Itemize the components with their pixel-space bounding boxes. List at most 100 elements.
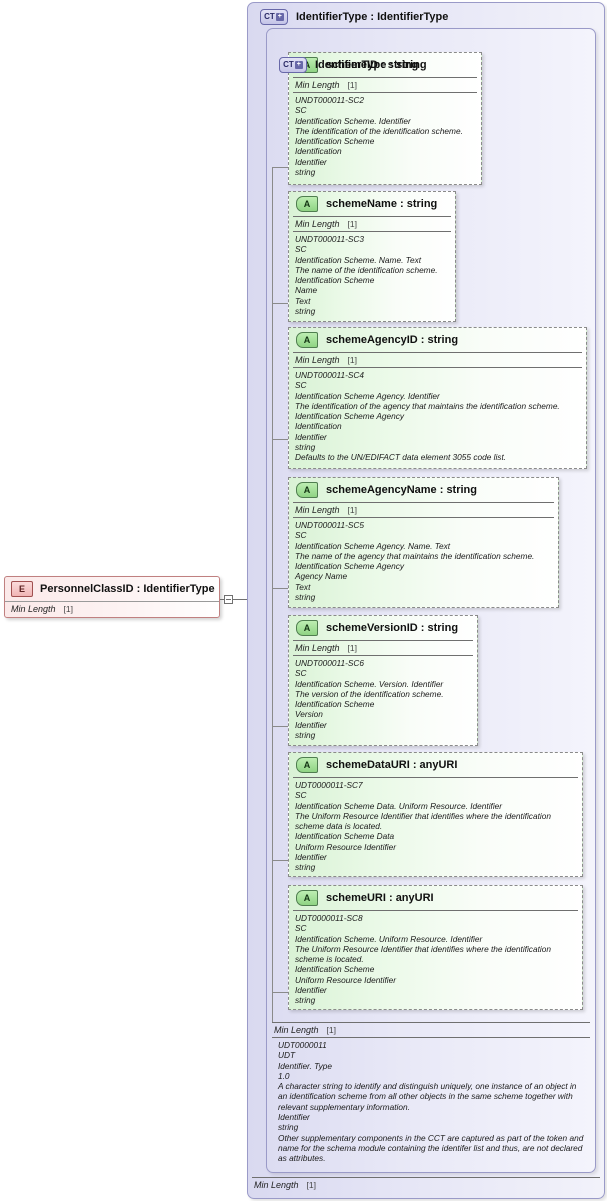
attribute-facet-minlength: Min Length [1] [293,216,451,232]
doc-line: Identification [295,146,342,157]
complextype-inner-footer: Min Length[1] UDT0000011 UDT Identifier.… [272,1022,590,1168]
doc-line: SC [295,790,307,801]
attribute-box-schemeversionid[interactable]: A schemeVersionID : string Min Length [1]… [288,615,478,746]
attribute-header: A schemeDataURI : anyURI [289,753,582,777]
complextype-outer-title: IdentifierType : IdentifierType [296,11,449,23]
attribute-box-schemedatauri[interactable]: A schemeDataURI : anyURI UDT0000011-SC7 … [288,752,583,877]
attribute-title: schemeVersionID : string [326,622,459,634]
doc-line: string [295,442,316,453]
attribute-divider [293,910,578,911]
element-facet-value: [1] [63,604,73,614]
facet-label: Min Length [295,219,340,229]
doc-line: UNDT000011-SC6 [295,658,365,668]
facet-label: Min Length [295,505,340,515]
doc-line: Identification Scheme. Name. Text [295,254,422,265]
doc-line: string [295,306,316,317]
doc-line: Identification Scheme [295,964,375,975]
doc-line: string [295,995,316,1006]
attribute-badge-icon: A [296,482,318,498]
doc-line: The Uniform Resource Identifier that ide… [295,943,551,965]
doc-line: The version of the identification scheme… [295,688,444,699]
element-box-personnelclassid[interactable]: E PersonnelClassID : IdentifierType Min … [4,576,220,618]
attribute-badge-icon: A [296,890,318,906]
doc-line: Other supplementary components in the CC… [278,1132,584,1164]
attribute-header: A schemeAgencyID : string [289,328,586,352]
complextype-outer-header: CT+ IdentifierType : IdentifierType [252,4,607,25]
element-badge-icon: E [11,581,33,597]
doc-line: string [295,730,316,741]
doc-line: Identification Scheme Agency. Identifier [295,390,440,401]
doc-line: string [295,167,316,178]
attribute-box-schemeagencyname[interactable]: A schemeAgencyName : string Min Length[1… [288,477,559,608]
connector-line-horizontal [233,599,247,600]
doc-line: UDT0000011-SC8 [295,913,363,923]
attribute-box-schemeagencyid[interactable]: A schemeAgencyID : string Min Length[1] … [288,327,587,469]
doc-line: Identification Scheme. Identifier [295,115,411,126]
doc-line: UNDT000011-SC3 [295,234,365,244]
attribute-box-schemename[interactable]: A schemeName : string Min Length [1] UNDT… [288,191,456,322]
doc-line: Agency Name [295,571,348,582]
doc-line: Identification [295,421,342,432]
complextype-badge-icon[interactable]: CT+ [260,9,288,25]
connector-line-stub [220,599,224,600]
complextype-inner-header: CT+ IdentifierType : string [271,52,607,73]
tree-branch-line [272,303,288,304]
doc-line: SC [295,105,307,116]
doc-line: Identifier [295,985,327,996]
facet-value: [1] [347,643,357,653]
expand-collapse-connector-icon[interactable] [224,595,233,604]
attribute-documentation: UNDT000011-SC6 SC Identification Scheme.… [289,656,477,744]
doc-line: The name of the identification scheme. [295,264,438,275]
doc-line: Identification Scheme Data [295,831,395,842]
doc-line: UNDT000011-SC4 [295,370,365,380]
attribute-header: A schemeURI : anyURI [289,886,582,910]
doc-line: Uniform Resource Identifier [295,974,396,985]
attribute-title: schemeAgencyID : string [326,334,459,346]
doc-line: Identification Scheme [295,136,375,147]
doc-line: UNDT000011-SC2 [295,95,365,105]
attribute-header: A schemeName : string [289,192,455,216]
doc-line: SC [295,668,307,679]
doc-line: Defaults to the UN/EDIFACT data element … [295,452,507,463]
doc-line: A character string to identify and disti… [278,1081,577,1112]
complextype-inner-badge-icon[interactable]: CT+ [279,57,307,73]
tree-branch-line [272,992,288,993]
facet-value: [1] [347,219,357,229]
doc-line: Identifier [295,719,327,730]
doc-line: Identifier [295,431,327,442]
facet-label: Min Length [295,643,340,653]
attribute-title: schemeID : string [326,59,419,71]
attribute-box-schemeuri[interactable]: A schemeURI : anyURI UDT0000011-SC8 SC I… [288,885,583,1010]
doc-line: SC [295,530,307,541]
complextype-outer-facet-minlength: Min Length [1] [252,1177,600,1192]
facet-label: Min Length [295,355,340,365]
doc-line: Identifier [295,852,327,863]
attribute-documentation: UDT0000011-SC7 SC Identification Scheme … [289,778,582,877]
attribute-documentation: UNDT000011-SC5 SC Identification Scheme … [289,518,558,606]
facet-value: [1] [306,1180,316,1190]
attribute-documentation: UNDT000011-SC4 SC Identification Scheme … [289,368,586,467]
facet-label: Min Length [254,1180,299,1190]
expand-plus-icon: + [275,13,284,21]
doc-line: Identification Scheme Agency. Name. Text [295,540,451,551]
tree-branch-line [272,167,288,168]
tree-branch-line [272,726,288,727]
complextype-inner-title: IdentifierType : string [315,59,427,71]
doc-line: Identification Scheme Agency [295,561,404,572]
doc-line: UDT [278,1050,296,1061]
attribute-facet-minlength: Min Length[1] [293,77,477,93]
complextype-outer-footer: Min Length [1] [252,1177,600,1192]
doc-line: Identification Scheme [295,699,375,710]
doc-line: Version [295,709,323,720]
element-facet-label: Min Length [11,604,56,614]
complextype-inner-facet-minlength: Min Length[1] [272,1022,590,1038]
attribute-box-schemeid[interactable]: A schemeID : string Min Length[1] UNDT00… [288,52,482,185]
complextype-inner-documentation: UDT0000011 UDT Identifier. Type 1.0 A ch… [272,1038,590,1168]
doc-line: The identification of the agency that ma… [295,400,560,411]
attribute-badge-icon: A [296,620,318,636]
doc-line: Identifier [278,1112,310,1123]
tree-branch-line [272,588,288,589]
doc-line: UDT0000011 [278,1040,327,1050]
attribute-title: schemeDataURI : anyURI [326,759,458,771]
